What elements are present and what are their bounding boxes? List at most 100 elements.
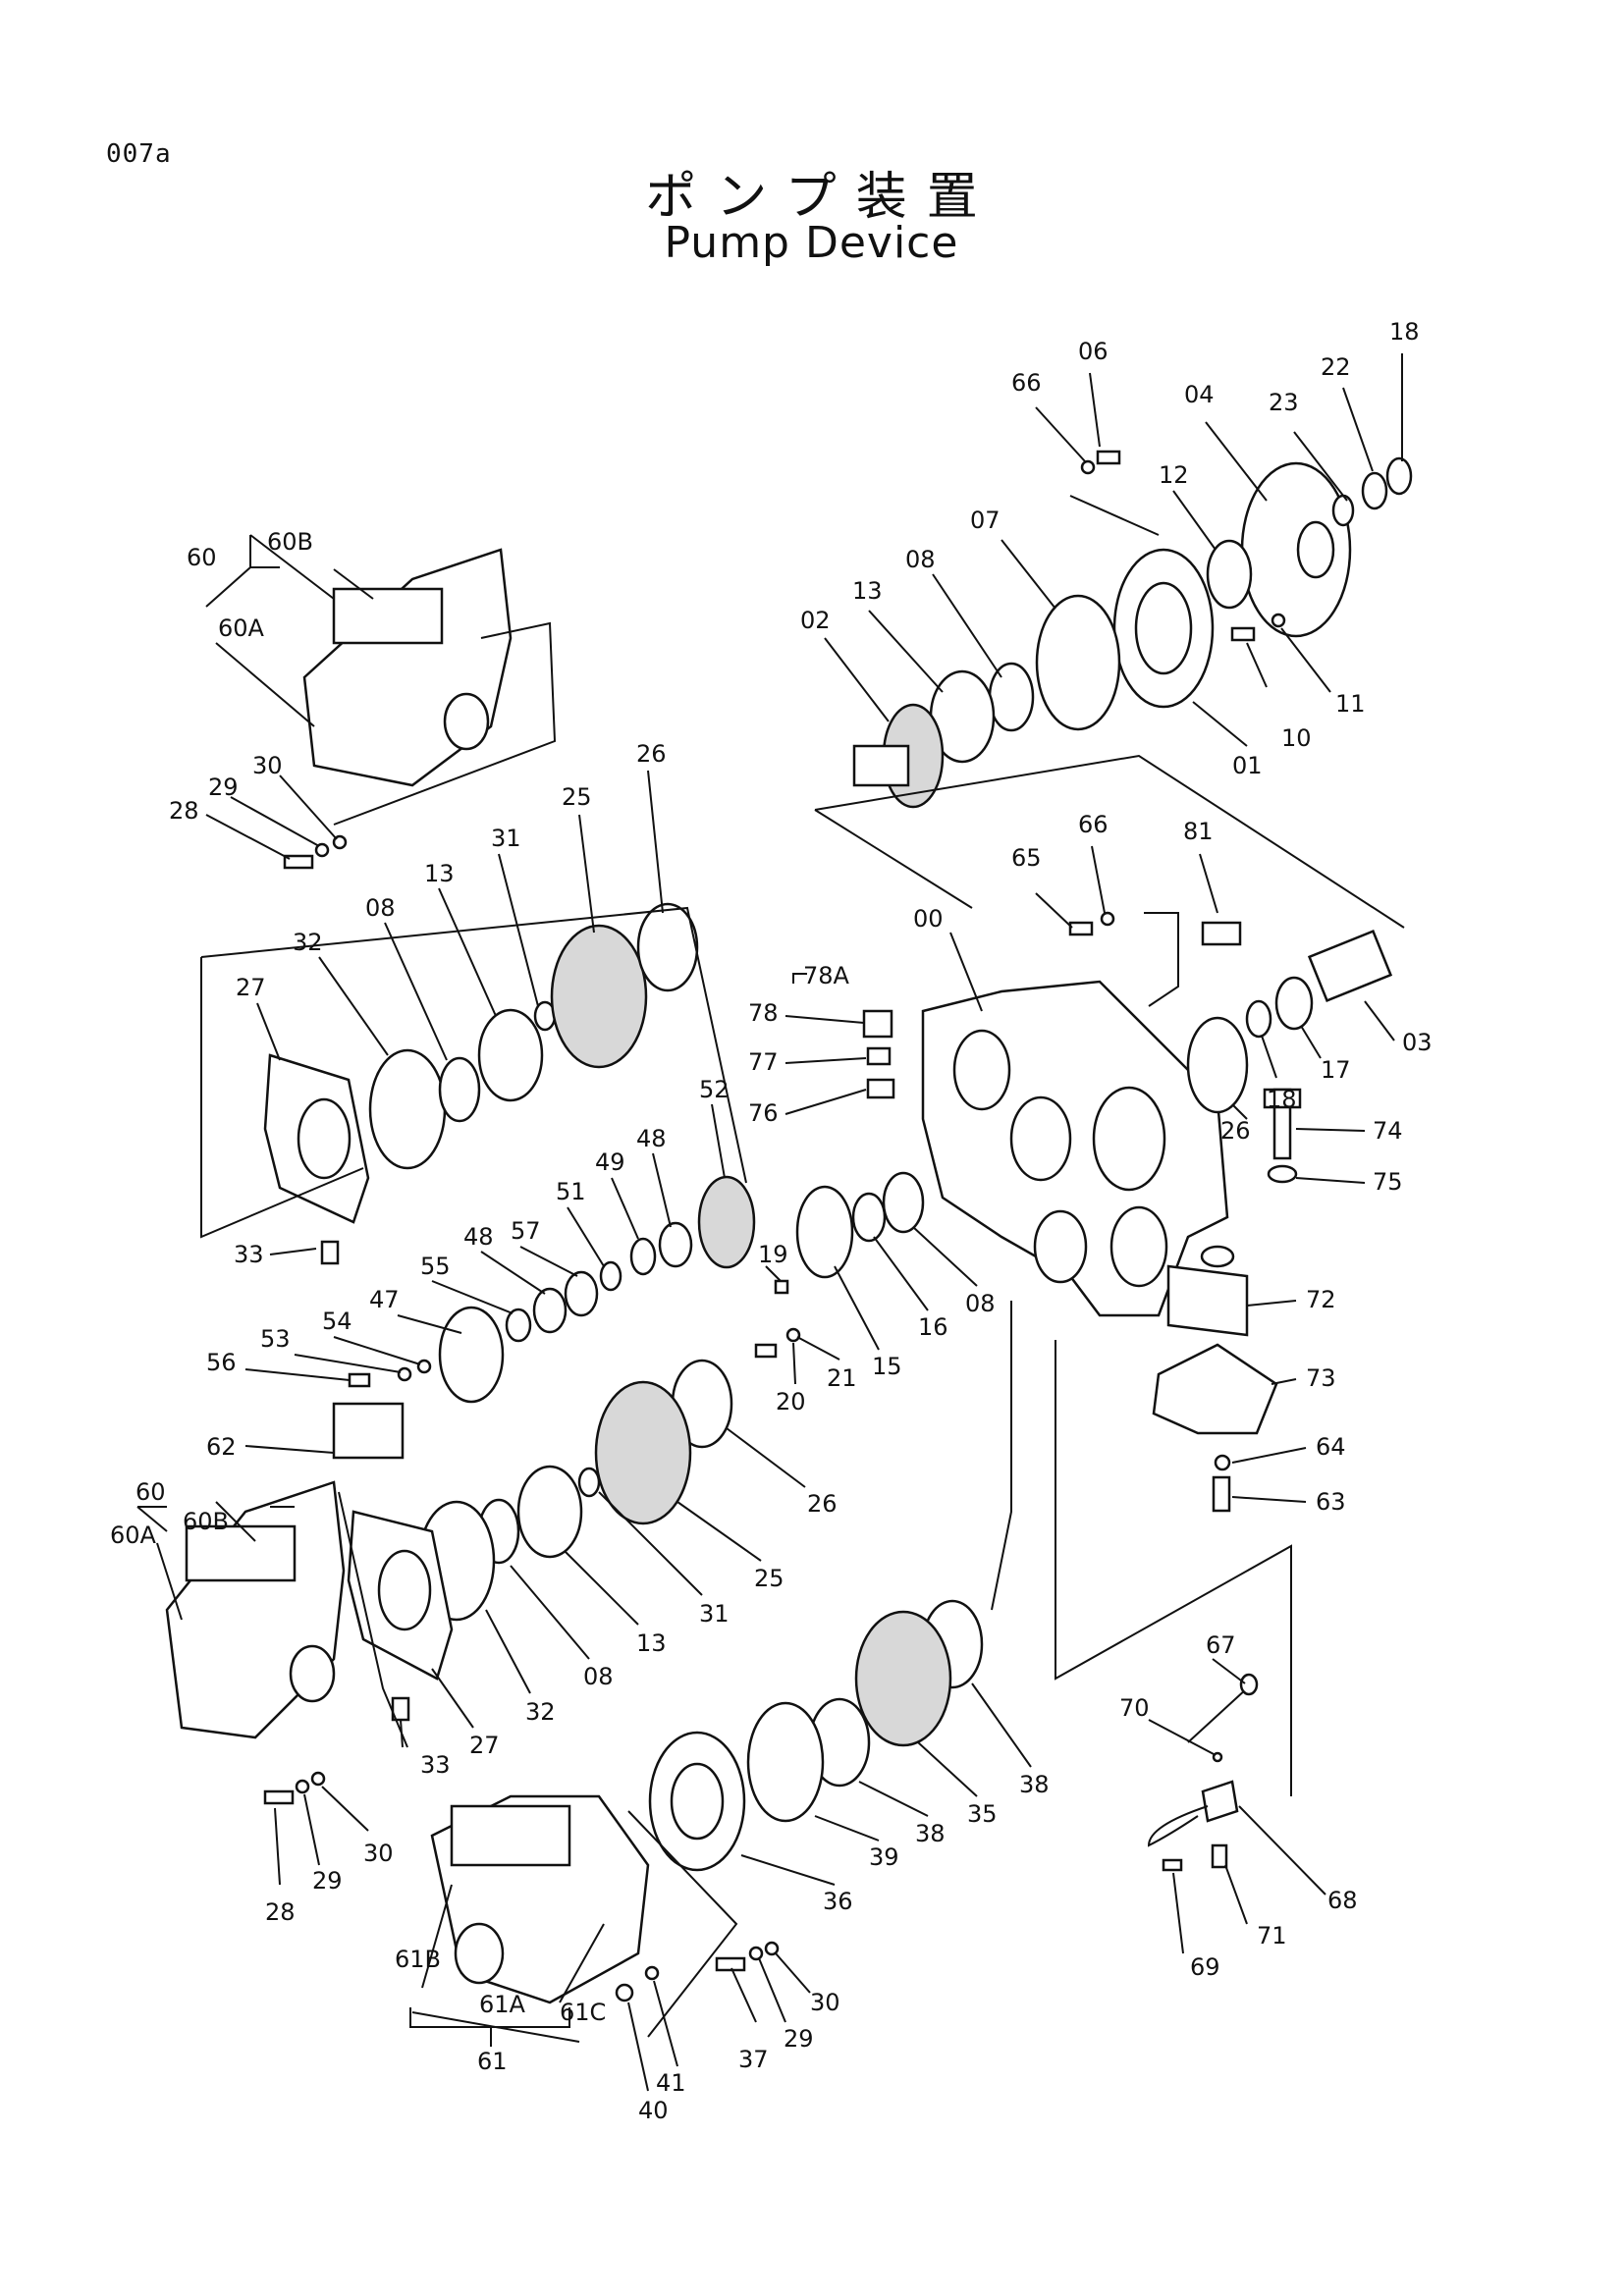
label-13-lower: 13 — [636, 1629, 667, 1657]
label-66-mid: 66 — [1078, 811, 1109, 838]
label-41: 41 — [656, 2069, 686, 2097]
label-17: 17 — [1321, 1056, 1351, 1084]
bolt-63 — [1212, 1475, 1231, 1513]
label-19: 19 — [758, 1241, 788, 1268]
title-japanese: ポンプ装置 — [645, 168, 998, 227]
washer-29-upper — [314, 842, 330, 858]
label-12: 12 — [1159, 461, 1189, 489]
label-03: 03 — [1402, 1029, 1433, 1056]
pump-60-upper-port — [443, 692, 490, 751]
label-08-top: 08 — [905, 546, 936, 573]
bearing-13-lower — [516, 1465, 583, 1559]
label-71: 71 — [1257, 1922, 1287, 1949]
label-04: 04 — [1184, 381, 1215, 408]
bolt-65 — [1068, 921, 1094, 936]
mount-72-top — [1200, 1245, 1235, 1268]
label-65: 65 — [1011, 844, 1042, 872]
label-07: 07 — [970, 507, 1001, 534]
label-60-lower: 60 — [135, 1478, 166, 1506]
label-52: 52 — [699, 1076, 730, 1103]
flange-27-upper-bore — [297, 1097, 352, 1180]
gasket-07 — [1035, 594, 1121, 731]
label-30-upper: 30 — [252, 752, 283, 779]
label-18-mid: 18 — [1267, 1086, 1297, 1113]
bearing-13-upper — [477, 1008, 544, 1102]
cap-78 — [862, 1009, 893, 1039]
washer-21 — [785, 1327, 801, 1343]
label-28-upper: 28 — [169, 797, 199, 825]
label-68: 68 — [1327, 1887, 1358, 1914]
pin-33-upper — [320, 1240, 340, 1265]
part-labels: 06 66 04 23 22 18 12 07 08 13 02 11 10 0… — [110, 318, 1433, 2124]
washer-30-lower — [310, 1771, 326, 1787]
label-16: 16 — [918, 1313, 948, 1341]
collar-17 — [1274, 976, 1314, 1031]
label-08-upper: 08 — [365, 894, 396, 922]
label-27-lower: 27 — [469, 1732, 500, 1759]
oring-16 — [851, 1192, 887, 1243]
label-81: 81 — [1183, 818, 1214, 845]
label-60B-upper: 60B — [267, 528, 313, 556]
label-08-lower: 08 — [583, 1663, 614, 1690]
label-18-top: 18 — [1389, 318, 1420, 346]
label-10: 10 — [1281, 724, 1312, 752]
label-01: 01 — [1232, 752, 1263, 779]
label-32-upper: 32 — [293, 929, 323, 956]
label-62: 62 — [206, 1433, 237, 1461]
case-bore-3 — [1092, 1086, 1166, 1192]
leader-lines — [136, 353, 1405, 2092]
flange-27-lower-bore — [377, 1549, 432, 1631]
label-31-lower: 31 — [699, 1600, 730, 1628]
washer-75 — [1267, 1164, 1298, 1184]
label-15: 15 — [872, 1353, 902, 1380]
label-47: 47 — [369, 1286, 400, 1313]
parts-artwork — [165, 450, 1413, 2004]
label-48-left: 48 — [463, 1223, 494, 1251]
label-78: 78 — [748, 999, 779, 1027]
gear-25-lower — [594, 1380, 692, 1525]
bolt-69 — [1162, 1858, 1183, 1872]
seal-08-top — [988, 662, 1035, 732]
label-61B: 61B — [395, 1946, 441, 1973]
bearing-48-left — [532, 1287, 568, 1334]
gear-35 — [854, 1610, 952, 1747]
label-77: 77 — [748, 1048, 779, 1076]
washer-53 — [397, 1366, 412, 1382]
label-25-lower: 25 — [754, 1565, 784, 1592]
label-76: 76 — [748, 1099, 779, 1127]
label-40: 40 — [638, 2097, 669, 2124]
label-23: 23 — [1269, 389, 1299, 416]
washer-66-top — [1080, 459, 1096, 475]
ring-18-top — [1385, 456, 1413, 496]
label-35: 35 — [967, 1800, 998, 1828]
pump-61B — [450, 1804, 571, 1867]
label-60B-lower: 60B — [183, 1508, 229, 1535]
washer-41 — [644, 1965, 660, 1981]
pump-60-lower-port — [289, 1644, 336, 1703]
seal-08-upper — [438, 1056, 481, 1123]
label-13-upper: 13 — [424, 860, 455, 887]
label-13-top: 13 — [852, 577, 883, 605]
bracket-73 — [1152, 1343, 1278, 1435]
washer-54 — [416, 1359, 432, 1374]
bolt-28-lower — [263, 1789, 295, 1805]
bolt-56 — [348, 1372, 371, 1388]
label-33-upper: 33 — [234, 1241, 264, 1268]
bolt-06 — [1096, 450, 1121, 465]
gasket-39 — [746, 1701, 825, 1823]
ring-22 — [1361, 471, 1388, 510]
bolt-40 — [615, 1983, 634, 2002]
pump-60B-upper — [332, 587, 444, 645]
dipstick-67 — [1187, 1687, 1248, 1743]
cover-15 — [795, 1185, 854, 1279]
pump-61-port — [454, 1922, 505, 1985]
mount-72 — [1166, 1264, 1249, 1337]
shaft-03 — [1307, 930, 1393, 1002]
label-30-lower: 30 — [363, 1840, 394, 1867]
label-00: 00 — [913, 905, 944, 933]
dipstick-67-handle — [1239, 1673, 1259, 1696]
label-55: 55 — [420, 1253, 451, 1280]
washer-30-bottom — [764, 1941, 780, 1956]
gear-02-shaft — [852, 744, 910, 787]
washer-11 — [1271, 613, 1286, 628]
